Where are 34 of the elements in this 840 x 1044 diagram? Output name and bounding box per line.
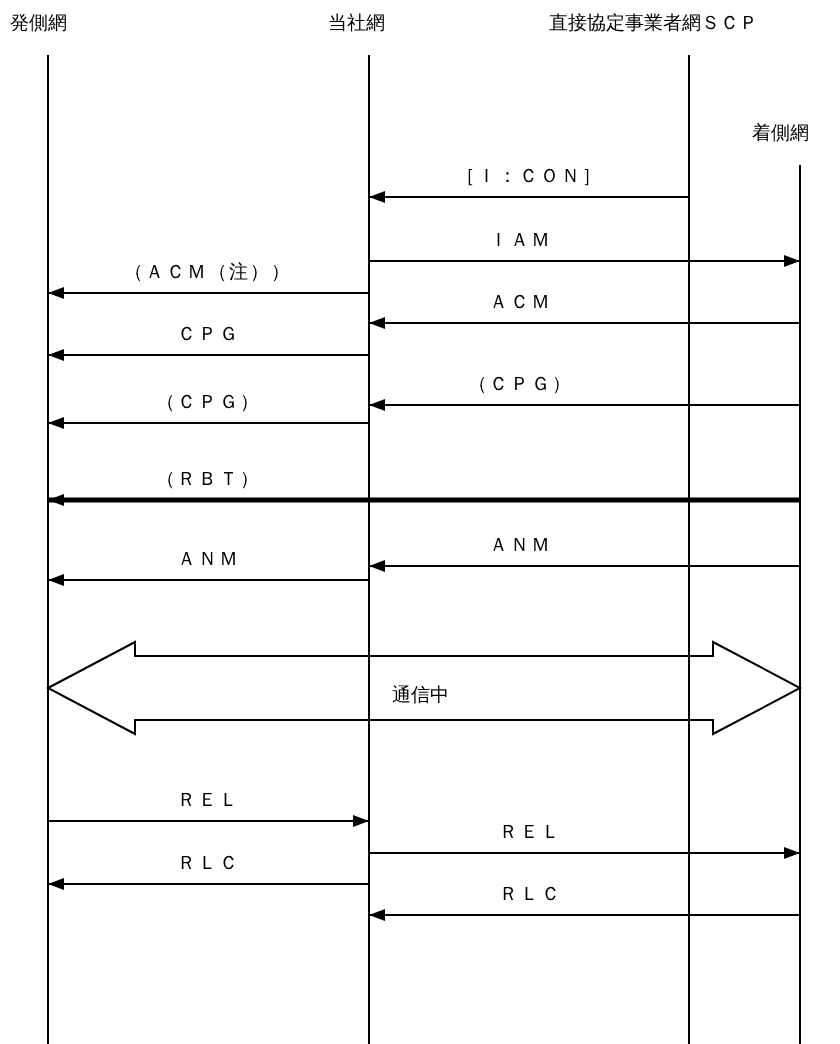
edge-label: ＲＬＣ (176, 851, 240, 873)
edge-label: ＡＣＭ (488, 290, 552, 312)
edge-label: ＲＥＬ (176, 788, 240, 810)
edge-label: ＡＮＭ (176, 547, 240, 569)
edge-label: ＩＡＭ (488, 228, 552, 250)
arrow (368, 560, 801, 572)
arrow (47, 417, 370, 429)
arrow (47, 878, 370, 890)
arrow (368, 399, 801, 411)
arrow (368, 847, 801, 859)
edge-label: ＲＥＬ (498, 820, 562, 842)
arrow (368, 317, 801, 329)
edge-label: ＣＰＧ (176, 322, 240, 344)
edge-label: （ＣＰＧ） (467, 372, 573, 394)
participant-label: 着側網 (752, 120, 809, 144)
edge-label: （ＲＢＴ） (155, 467, 261, 489)
double-arrow (45, 640, 803, 736)
edge-label: 通信中 (391, 683, 449, 705)
edge-label: ＡＮＭ (488, 533, 552, 555)
edge-label: （ＡＣＭ（注）） (124, 260, 292, 282)
arrow (368, 191, 690, 203)
arrow (48, 494, 800, 506)
edge-label: （ＣＰＧ） (155, 390, 261, 412)
arrow (47, 574, 370, 586)
arrow (47, 349, 370, 361)
participant-label: 当社網 (328, 10, 385, 34)
arrow (368, 255, 801, 267)
participant-label: 直接協定事業者網ＳＣＰ (549, 10, 758, 34)
participant-label: 発側網 (10, 10, 67, 34)
arrow (47, 287, 370, 299)
edge-label: ［Ｉ：ＣＯＮ］ (455, 164, 603, 186)
arrow (47, 815, 370, 827)
arrow (368, 909, 801, 921)
edge-label: ＲＬＣ (498, 882, 562, 904)
